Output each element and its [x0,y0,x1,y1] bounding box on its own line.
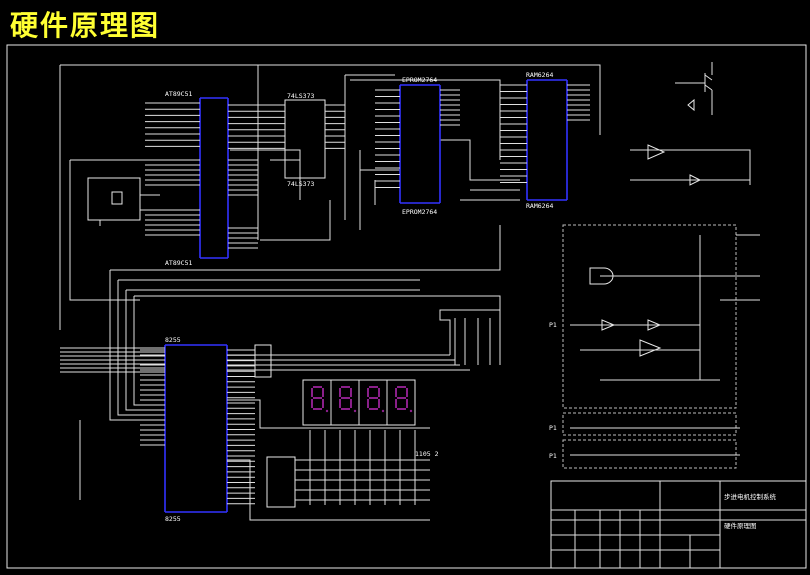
seven-seg-dot [409,409,413,413]
label-74ls373-top: 74LS373 [287,92,314,100]
seven-seg-segment [367,388,369,397]
seven-seg-segment [322,399,324,408]
pin-labels [140,84,590,505]
seven-seg-segment [369,386,378,388]
title-block [550,480,807,569]
driver-box [254,344,272,378]
seven-seg-segment [395,388,397,397]
label-pin-p3: P1 [549,452,557,460]
8255-bus-wires [60,225,501,521]
label-pin-p2: P1 [549,424,557,432]
label-eprom-bottom: EPROM2764 [402,208,437,216]
seven-seg-segment [350,399,352,408]
seven-seg-segment [369,397,378,399]
seven-seg-segment [311,399,313,408]
keypad-driver-box [266,456,296,508]
seven-seg-segment [322,388,324,397]
seven-seg-segment [313,397,322,399]
seven-seg-segment [378,388,380,397]
label-74ls373-bottom: 74LS373 [287,180,314,188]
buzzer-circuit [675,62,713,115]
seven-seg-segment [378,399,380,408]
label-at89c51-top: AT89C51 [165,90,192,98]
drawing-frame [6,44,807,569]
label-keypad-size: 1105 2 [415,450,439,458]
label-ram-top: RAM6264 [526,71,553,79]
seven-seg-segment [339,388,341,397]
resistor-network [454,318,501,365]
seven-segment-display [302,379,416,426]
seven-seg-segment [311,388,313,397]
seven-seg-segment [369,408,378,410]
keypad-grid [295,430,430,505]
seven-seg-segment [406,388,408,397]
seven-seg-segment [397,408,406,410]
seven-seg-segment [367,399,369,408]
label-8255-top: 8255 [165,336,181,344]
seven-seg-segment [406,399,408,408]
top-bus-wires [59,64,601,330]
seven-seg-dot [325,409,329,413]
label-at89c51-bottom: AT89C51 [165,259,192,267]
title-block-name-line2: 硬件原理图 [724,521,757,530]
seven-seg-dot [353,409,357,413]
seven-seg-segment [313,386,322,388]
8255-chip [164,344,228,513]
eprom2764-chip [399,84,441,204]
seven-seg-dot [381,409,385,413]
motor-driver-box [562,224,760,469]
label-ram-bottom: RAM6264 [526,202,553,210]
seven-seg-segment [395,399,397,408]
seven-seg-segment [397,386,406,388]
ram6264-chip [526,79,568,201]
title-block-name-line1: 步进电机控制系统 [724,492,777,501]
74ls373-chip [284,99,326,179]
seven-seg-segment [397,397,406,399]
seven-seg-segment [313,408,322,410]
label-pin-p1: P1 [549,321,557,329]
seven-seg-segment [341,386,350,388]
seven-seg-digits [311,386,413,413]
label-eprom-top: EPROM2764 [402,76,437,84]
seven-seg-segment [341,408,350,410]
at89c51-chip [199,97,229,259]
led-circuit [630,144,751,186]
label-8255-bottom: 8255 [165,515,181,523]
seven-seg-segment [341,397,350,399]
seven-seg-segment [350,388,352,397]
page-title: 硬件原理图 [10,9,161,42]
seven-seg-segment [339,399,341,408]
